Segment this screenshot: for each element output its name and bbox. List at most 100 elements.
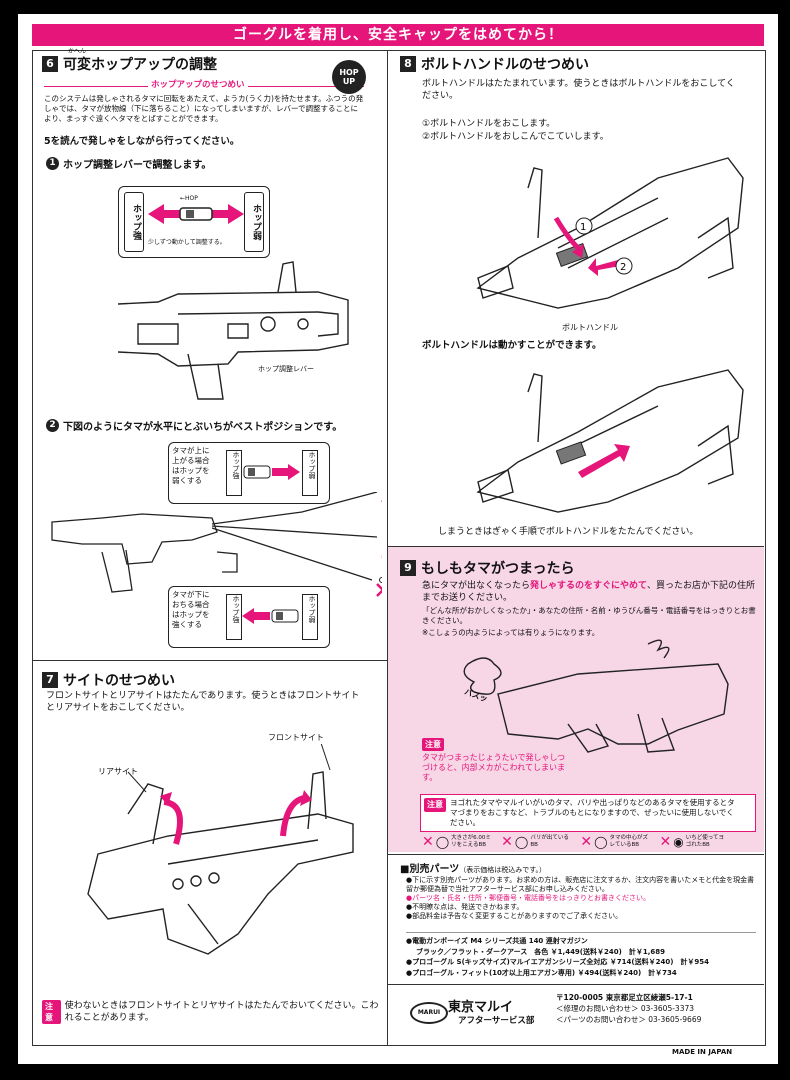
sec7-number: 7 xyxy=(42,672,58,688)
ruby-text: かへん xyxy=(68,48,87,55)
hop-weak-small: ホップ弱 xyxy=(302,450,318,496)
sec8-movable: ボルトハンドルは動かすことができます。 xyxy=(422,340,602,351)
sec8-fold: しまうときはぎゃく手順でボルトハンドルをたたんでください。 xyxy=(438,527,699,537)
parts-heading: ■別売パーツ（表示価格は税込みです。） xyxy=(400,860,546,875)
hop-lever-callout-label: ホップ調整レバー xyxy=(258,365,314,373)
sec9-text2: 、買ったお店か下記の住所までお送りください。 xyxy=(422,581,756,603)
sec8-heading: 8 ボルトハンドルのせつめい xyxy=(400,54,589,74)
bad-bb-oversize: ✕◯大きさが6.00ミリをこえるBB xyxy=(422,834,493,850)
sec8-title: ボルトハンドルのせつめい xyxy=(421,57,589,73)
bad-bb-label: タマの中心がズレているBB xyxy=(609,835,649,848)
sec7-caution: 注意 使わないときはフロントサイトとリヤサイトはたたんでおいてください。こわれる… xyxy=(42,1000,382,1024)
step1-text: ホップ調整レバーで調整します。 xyxy=(63,160,212,171)
sec6-title: 可変ホップアップの調整 xyxy=(63,57,217,73)
sec9-heading: 9 もしもタマがつまったら xyxy=(400,558,574,578)
bolt-handle-illustration-1: 1 2 xyxy=(476,157,744,309)
made-in-japan: MADE IN JAPAN xyxy=(672,1048,733,1056)
hop-down-note: タマが下におちる場合はホップを強くする xyxy=(172,590,210,629)
company-contact: 〒120-0005 東京都足立区綾瀬5-17-1 ＜修理のお問い合わせ＞ 03-… xyxy=(556,992,766,1025)
bad-bb-burr: ✕◯バリが出ているBB xyxy=(501,834,572,850)
cross-icon: ✕ xyxy=(580,834,593,850)
hop-weak-small-2: ホップ弱 xyxy=(302,594,318,640)
company-dept: アフターサービス部 xyxy=(458,1016,535,1026)
sec7-title: サイトのせつめい xyxy=(63,673,175,689)
company-name: 東京マルイ xyxy=(448,1000,514,1015)
hop-explain-text: このシステムは発しゃされるタマに回転をあたえて、ようカ(うく力)を持たせます。ふ… xyxy=(44,94,364,123)
sec7-caution-text: 使わないときはフロントサイトとリヤサイトはたたんでおいてください。こわれることが… xyxy=(64,1001,379,1023)
hop-weak-label: ホップ弱 xyxy=(244,192,264,252)
sec9-title: もしもタマがつまったら xyxy=(421,561,575,577)
hop-explain-title: ホップアップのせつめい xyxy=(148,80,248,90)
parts-items: ●電動ガンボーイズ M4 シリーズ共通 140 連射マガジン ブラック／フラット… xyxy=(406,936,760,978)
front-sight-label: フロントサイト xyxy=(268,733,324,742)
parts-item: ●電動ガンボーイズ M4 シリーズ共通 140 連射マガジン xyxy=(406,937,588,945)
sec9-text-emphasis: 発しゃするのをすぐにやめて xyxy=(530,581,648,591)
sec9-info: 「どんな所がおかしくなったか」・あなたの住所・名前・ゆうびん番号・電話番号をはっ… xyxy=(422,606,756,625)
sec6-number: 6 xyxy=(42,56,58,72)
bolt-handle-label: ボルトハンドル xyxy=(562,323,618,332)
hop-lever-label: ←HOP xyxy=(180,195,198,202)
parts-items-divider xyxy=(406,932,756,933)
parts-item: ●プロゴーグル S(キッズサイズ)マルイエアガンシリーズ全対応 ￥714(送料￥… xyxy=(406,958,710,966)
hop-weaken-arrow xyxy=(243,464,300,480)
hop-down-callout xyxy=(168,586,330,648)
cross-icon: ✕ xyxy=(422,834,434,850)
svg-text:1: 1 xyxy=(580,222,586,233)
hop-arrow-graphic xyxy=(148,204,244,224)
sec9-caution1-badge: 注意 xyxy=(422,738,444,751)
parts-notes: ●下に示す別売パーツがあります。お求めの方は、販売店に注文するか、注文内容を書い… xyxy=(406,876,756,921)
sec9-caution2-text: ヨゴれたタマやマルイいがいのタマ、バリや出っぱりなどのあるタマを使用するとタマづ… xyxy=(450,798,735,827)
jam-gun-illustration xyxy=(463,639,729,753)
sec6-step2: 2 下図のようにタマが水平にとぶいちがベストポジションです。 xyxy=(46,418,342,433)
sec8-text: ボルトハンドルはたたまれています。使うときはボルトハンドルをおこしてください。 xyxy=(422,79,735,101)
bad-bb-label: 大きさが6.00ミリをこえるBB xyxy=(451,835,491,848)
bad-bb-label: バリが出ているBB xyxy=(530,835,569,848)
sec9-caution2-badge: 注意 xyxy=(424,798,446,812)
parts-item: ●プロゴーグル・フィット(10才以上用エアガン専用) ￥494(送料￥240) … xyxy=(406,968,677,977)
sec9-text1: 急にタマが出なくなったら xyxy=(422,581,531,591)
sec6-heading: 6 可変ホップアップの調整 xyxy=(42,54,217,74)
cross-icon: ✕ xyxy=(659,834,672,850)
parts-subtitle: （表示価格は税込みです。） xyxy=(459,866,547,874)
sec6-step1: 1 ホップ調整レバーで調整します。 xyxy=(46,156,211,171)
sec8-step1: ①ボルトハンドルをおこします。 xyxy=(422,119,556,129)
sec9-number: 9 xyxy=(400,560,416,576)
step2-number: 2 xyxy=(46,419,59,432)
dirty-bb-icon: ◉ xyxy=(673,835,684,849)
hop-up-callout xyxy=(168,442,330,504)
hop-up-note: タマが上に上がる場合はホップを弱くする xyxy=(172,446,210,485)
bad-bb-offcenter: ✕◯タマの中心がズレているBB xyxy=(580,834,651,850)
parts-note: ●下に示す別売パーツがあります。お求めの方は、販売店に注文するか、注文内容を書い… xyxy=(406,876,755,893)
hop-strengthen-arrow xyxy=(242,608,299,624)
hop-strong-small: ホップ強 xyxy=(226,450,242,496)
hop-up-badge: HOP UP xyxy=(332,60,366,94)
sec6-sec7-divider xyxy=(32,660,388,661)
parts-item: ブラック／フラット・ダークアース 各色 ￥1,449(送料￥240) 計￥1,6… xyxy=(416,947,665,956)
sec8-sec9-divider xyxy=(388,546,764,547)
step1-number: 1 xyxy=(46,157,59,170)
rear-sight-label: リアサイト xyxy=(98,767,138,776)
svg-text:2: 2 xyxy=(620,262,626,273)
company-tel-parts: ＜パーツのお問い合わせ＞ 03-3605-9669 xyxy=(556,1015,702,1024)
sec9-caution2: 注意 ヨゴれたタマやマルイいがいのタマ、バリや出っぱりなどのあるタマを使用すると… xyxy=(424,798,740,828)
hop-strong-label: ホップ強 xyxy=(124,192,144,252)
bb-icon: ◯ xyxy=(514,835,529,849)
sec9-parts-divider xyxy=(388,854,764,855)
sec9-text: 急にタマが出なくなったら発しゃするのをすぐにやめて、買ったお店か下記の住所までお… xyxy=(422,580,756,604)
bad-bb-dirty: ✕◉いちど使ってヨゴれたBB xyxy=(660,834,728,850)
sight-gun-illustration xyxy=(87,744,354,955)
sec7-heading: 7 サイトのせつめい xyxy=(42,670,175,690)
bad-bb-label: いちど使ってヨゴれたBB xyxy=(685,835,724,848)
column-divider xyxy=(387,50,388,1046)
company-tel-repair: ＜修理のお問い合わせ＞ 03-3605-3373 xyxy=(556,1004,695,1013)
trajectory-illustration xyxy=(51,492,382,597)
parts-note: ●パーツ名・氏名・住所・郵便番号・電話番号をはっきりとお書きください。 xyxy=(406,894,650,902)
sec7-caution-badge: 注意 xyxy=(42,1000,61,1024)
hop-strong-small-2: ホップ強 xyxy=(226,594,242,640)
parts-company-divider xyxy=(388,984,764,985)
parts-title: ■別売パーツ xyxy=(400,864,460,875)
hop-adjust-note: 少しずつ動かして調整する。 xyxy=(148,239,226,246)
marui-logo: MARUI xyxy=(410,1002,448,1024)
content-frame xyxy=(32,50,766,1046)
sec6-reference: 5を読んで発しゃをしながら行ってください。 xyxy=(44,136,240,147)
